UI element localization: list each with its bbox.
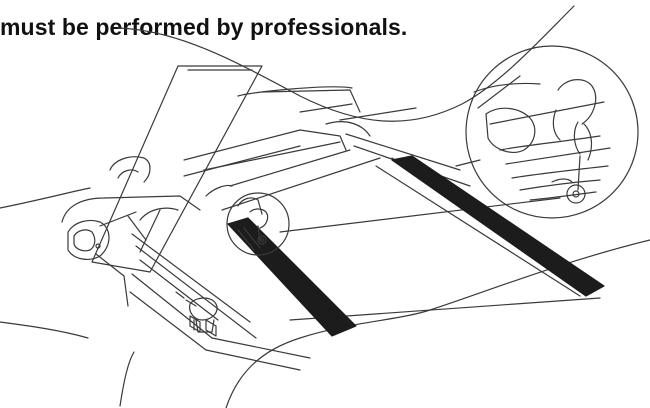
deck-frame	[183, 86, 601, 321]
zoom-callout-large	[465, 45, 639, 219]
side-rail	[129, 233, 311, 371]
zoom-callout-small	[226, 192, 290, 256]
handrail-upright	[91, 65, 263, 273]
cutout-boundary	[0, 5, 650, 408]
motor-hood	[61, 156, 201, 307]
rear-foot	[189, 297, 218, 333]
belt-side-strips	[227, 155, 605, 337]
warning-text: must be performed by professionals.	[0, 14, 408, 40]
